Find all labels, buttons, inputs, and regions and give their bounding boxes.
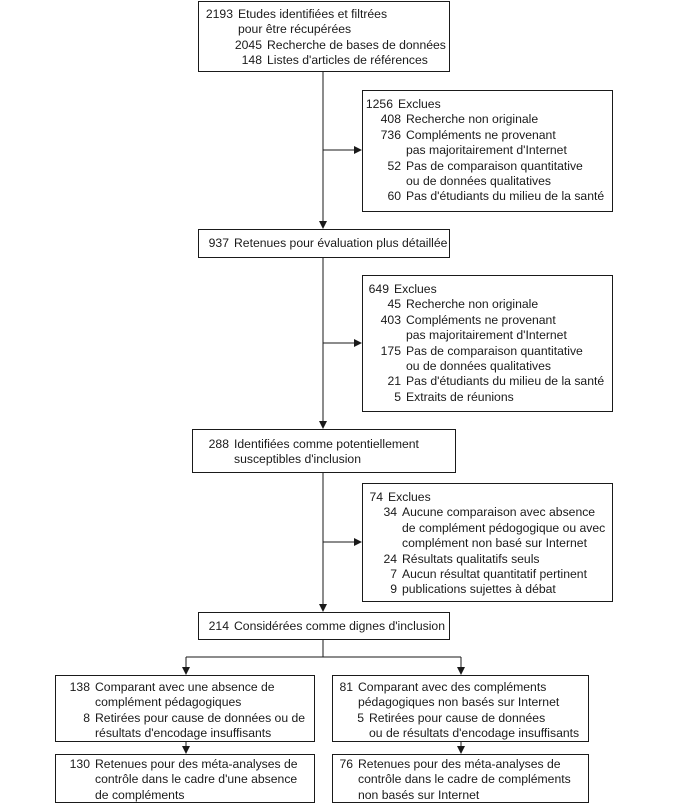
label: Pas d'étudiants du milieu de la santé (406, 189, 605, 204)
count: 9 (390, 582, 397, 597)
row-excluded-reason: 45 Recherche non originale (363, 297, 612, 312)
box-potential: 288 Identifiées comme potentiellement su… (192, 429, 456, 473)
row-excluded-total: 649 Exclues (363, 282, 612, 297)
count: 34 (383, 505, 397, 520)
row-excluded-reason: 52 Pas de comparaison quantitative ou de… (363, 159, 612, 190)
label: Pas de comparaison quantitative ou de do… (406, 158, 583, 189)
row-final-count: 76 Retenues pour des méta-analyses de co… (333, 757, 588, 803)
label: Exclues (394, 282, 437, 296)
box-final-non-internet: 76 Retenues pour des méta-analyses de co… (332, 754, 589, 803)
row-excluded-total: 74 Exclues (363, 490, 612, 505)
label: Etudes identifiées et filtrées pour être… (238, 7, 388, 37)
count: 214 (208, 619, 229, 633)
label: Identifiées comme potentiellement suscep… (234, 437, 419, 467)
row-excluded-reason: 736 Compléments ne provenant pas majorit… (363, 128, 612, 159)
row-withdrawn-count: 8 Retirées pour cause de données ou de r… (56, 711, 314, 742)
box-identified: 2193 Etudes identifiées et filtrées pour… (198, 1, 450, 72)
label: Retenues pour des méta-analyses de contr… (358, 757, 571, 802)
label: Aucune comparaison avec absence de compl… (402, 505, 606, 551)
label: Retirées pour cause de données ou de rés… (369, 710, 580, 741)
label: Résultats qualitatifs seuls (402, 551, 540, 566)
count: 1256 (365, 97, 393, 111)
count: 7 (390, 567, 397, 582)
count: 408 (380, 112, 401, 127)
box-excluded-3: 74 Exclues 34 Aucune comparaison avec ab… (362, 483, 613, 602)
box-no-supplement: 138 Comparant avec une absence de complé… (55, 675, 315, 742)
label: Retenues pour évaluation plus détaillée (234, 236, 448, 250)
row-excluded-reason: 403 Compléments ne provenant pas majorit… (363, 313, 612, 344)
label: publications sujettes à débat (402, 582, 556, 597)
row-excluded-total: 1256 Exclues (363, 97, 612, 112)
count: 74 (369, 490, 383, 504)
box-eligible: 214 Considérées comme dignes d'inclusion (198, 612, 450, 640)
count: 2045 (234, 37, 262, 52)
label: Pas de comparaison quantitative ou de do… (406, 343, 583, 374)
count: 45 (387, 297, 401, 312)
label: Comparant avec des compléments pédagogiq… (358, 680, 560, 710)
row-excluded-reason: 5 Extraits de réunions (363, 390, 612, 405)
count: 24 (383, 551, 397, 566)
row-total-identified: 2193 Etudes identifiées et filtrées pour… (199, 7, 449, 38)
count: 8 (83, 710, 90, 725)
count: 403 (380, 312, 401, 327)
row-excluded-reason: 60 Pas d'étudiants du milieu de la santé (363, 189, 612, 204)
label: Exclues (398, 97, 441, 111)
row-excluded-reason: 21 Pas d'étudiants du milieu de la santé (363, 374, 612, 389)
count: 60 (387, 189, 401, 204)
label: Considérées comme dignes d'inclusion (234, 619, 445, 633)
label: Listes d'articles de références (267, 53, 428, 68)
count: 138 (69, 680, 90, 694)
row-excluded-reason: 175 Pas de comparaison quantitative ou d… (363, 344, 612, 375)
label: Pas d'étudiants du milieu de la santé (406, 374, 605, 389)
count: 130 (69, 757, 90, 771)
row-final-count: 130 Retenues pour des méta-analyses de c… (56, 757, 314, 803)
row-comparison-count: 81 Comparant avec des compléments pédago… (333, 680, 588, 711)
count: 52 (387, 158, 401, 173)
label: Compléments ne provenant pas majoritaire… (406, 312, 567, 343)
row-potential: 288 Identifiées comme potentiellement su… (193, 437, 455, 468)
label: Extraits de réunions (406, 389, 514, 404)
count: 148 (241, 53, 262, 68)
count: 21 (387, 374, 401, 389)
row-retained: 937 Retenues pour évaluation plus détail… (199, 236, 449, 251)
row-database-search: 2045 Recherche de bases de données (199, 38, 449, 53)
row-excluded-reason: 9 publications sujettes à débat (363, 582, 612, 597)
count: 736 (380, 127, 401, 142)
label: Compléments ne provenant pas majoritaire… (406, 127, 567, 158)
label: Recherche de bases de données (267, 37, 446, 52)
box-non-internet: 81 Comparant avec des compléments pédago… (332, 675, 589, 742)
count: 81 (339, 680, 353, 694)
box-retained: 937 Retenues pour évaluation plus détail… (198, 229, 450, 258)
row-reference-lists: 148 Listes d'articles de références (199, 53, 449, 68)
label: Comparant avec une absence de complément… (95, 680, 275, 710)
label: Aucun résultat quantitatif pertinent (402, 567, 587, 582)
count: 5 (394, 389, 401, 404)
count: 2193 (205, 7, 233, 21)
box-excluded-2: 649 Exclues 45 Recherche non originale 4… (362, 275, 613, 412)
label: Retirées pour cause de données ou de rés… (95, 710, 306, 741)
row-excluded-reason: 24 Résultats qualitatifs seuls (363, 552, 612, 567)
row-eligible: 214 Considérées comme dignes d'inclusion (199, 619, 449, 634)
label: Recherche non originale (406, 112, 539, 127)
label: Recherche non originale (406, 297, 539, 312)
count: 288 (208, 437, 229, 451)
row-excluded-reason: 408 Recherche non originale (363, 112, 612, 127)
row-withdrawn-count: 5 Retirées pour cause de données ou de r… (333, 711, 588, 742)
row-excluded-reason: 7 Aucun résultat quantitatif pertinent (363, 567, 612, 582)
count: 937 (208, 236, 229, 250)
row-excluded-reason: 34 Aucune comparaison avec absence de co… (363, 505, 612, 551)
count: 649 (368, 282, 389, 296)
row-comparison-count: 138 Comparant avec une absence de complé… (56, 680, 314, 711)
count: 5 (357, 710, 364, 725)
box-excluded-1: 1256 Exclues 408 Recherche non originale… (362, 90, 613, 212)
box-final-no-supplement: 130 Retenues pour des méta-analyses de c… (55, 754, 315, 803)
label: Retenues pour des méta-analyses de contr… (95, 757, 298, 802)
label: Exclues (388, 490, 431, 504)
count: 76 (339, 757, 353, 771)
count: 175 (380, 343, 401, 358)
